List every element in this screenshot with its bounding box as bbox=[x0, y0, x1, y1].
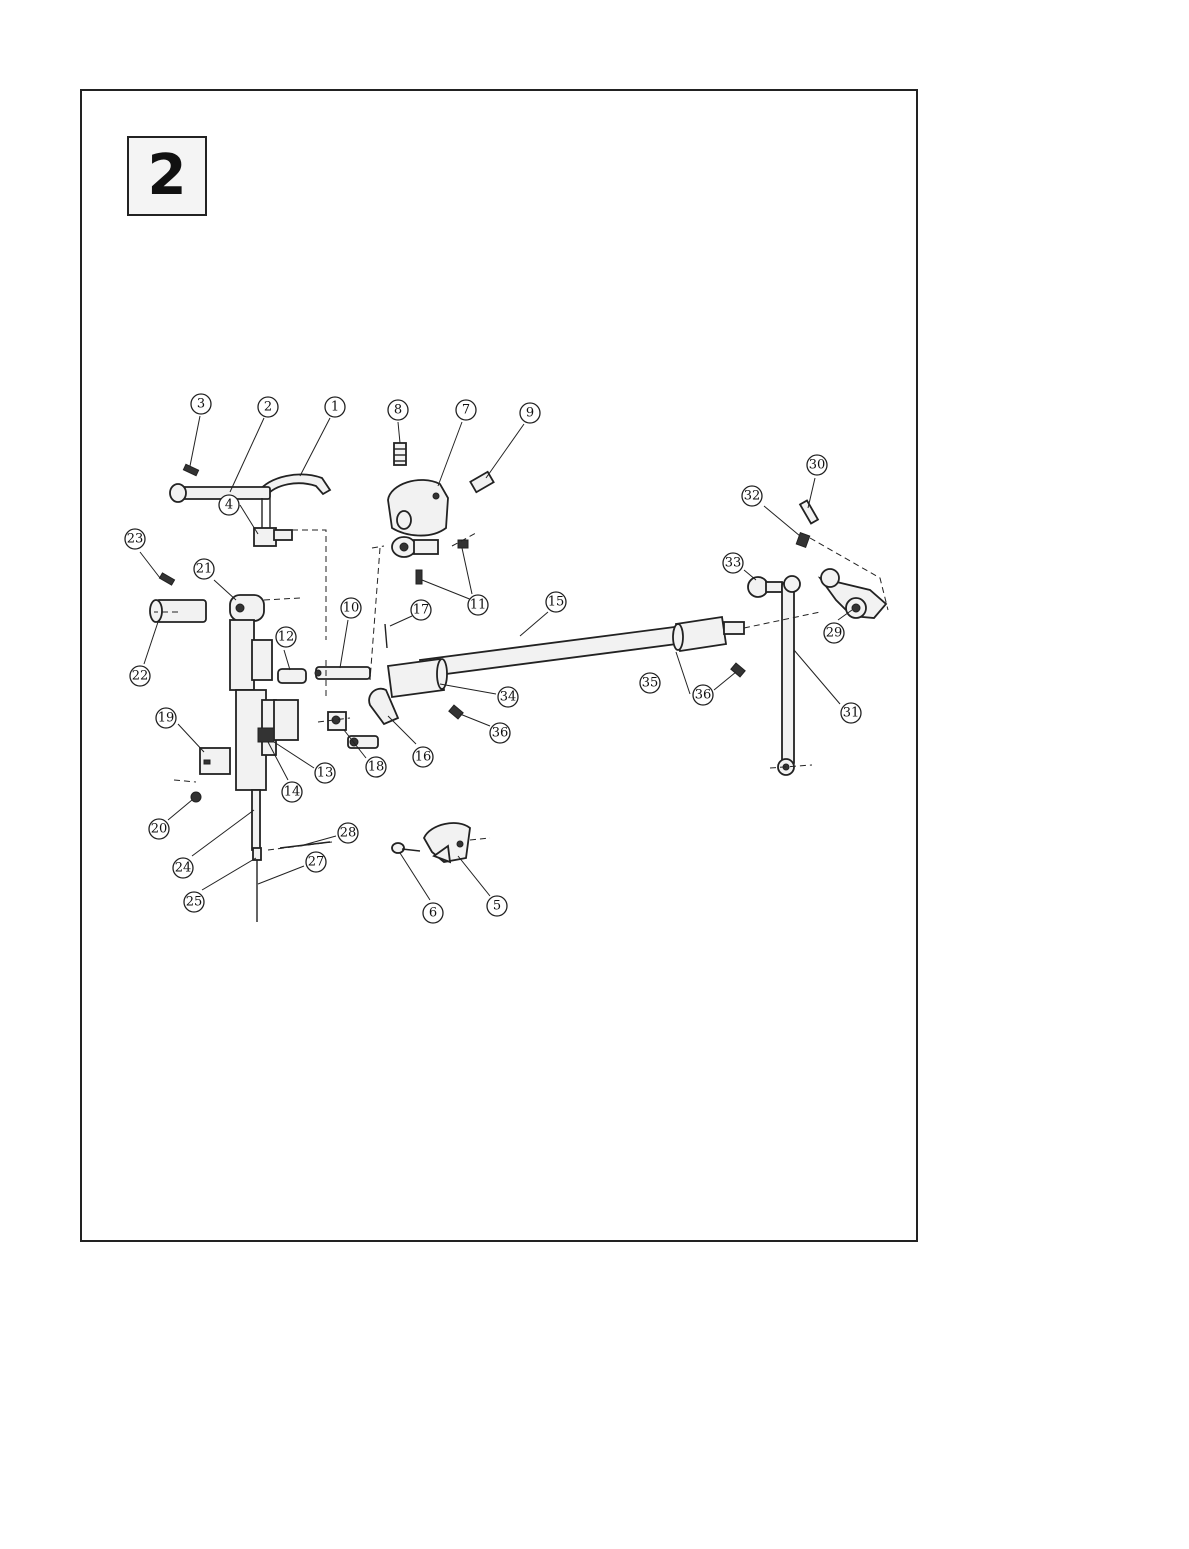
callout-c9: 9 bbox=[520, 403, 540, 423]
part-7-cam-block bbox=[388, 480, 448, 557]
part-24-needle-bar bbox=[252, 790, 260, 850]
part-23-screw bbox=[159, 573, 174, 585]
part-22-pin bbox=[150, 600, 206, 622]
callout-number: 34 bbox=[500, 690, 517, 705]
callout-number: 30 bbox=[809, 458, 826, 473]
callout-number: 33 bbox=[725, 556, 742, 571]
callout-c13: 13 bbox=[315, 763, 335, 783]
callout-c35: 35 bbox=[640, 673, 660, 693]
callout-number: 31 bbox=[843, 706, 860, 721]
callout-c4: 4 bbox=[219, 495, 239, 515]
callout-number: 12 bbox=[278, 630, 295, 645]
callout-number: 18 bbox=[368, 760, 385, 775]
callout-number: 5 bbox=[493, 899, 501, 914]
part-19-plate bbox=[200, 748, 230, 774]
callout-c17: 17 bbox=[411, 600, 431, 620]
callout-c27: 27 bbox=[306, 852, 326, 872]
part-6-screw bbox=[392, 843, 420, 853]
callout-c16: 16 bbox=[413, 747, 433, 767]
callout-c11: 11 bbox=[468, 595, 488, 615]
callout-number: 15 bbox=[548, 595, 565, 610]
part-17-pin bbox=[385, 624, 387, 648]
part-25-clamp bbox=[253, 848, 261, 860]
callout-number: 19 bbox=[158, 711, 175, 726]
callout-c34: 34 bbox=[498, 687, 518, 707]
callout-number: 6 bbox=[429, 906, 437, 921]
callout-c7: 7 bbox=[456, 400, 476, 420]
callout-number: 32 bbox=[744, 489, 761, 504]
callout-c29: 29 bbox=[824, 623, 844, 643]
part-29-yoke bbox=[820, 569, 886, 618]
callout-number: 28 bbox=[340, 826, 357, 841]
callout-c24: 24 bbox=[173, 858, 193, 878]
callout-number: 22 bbox=[132, 669, 149, 684]
callout-c33: 33 bbox=[723, 553, 743, 573]
part-2-pin bbox=[170, 484, 270, 502]
callout-number: 8 bbox=[394, 403, 402, 418]
callout-c30: 30 bbox=[807, 455, 827, 475]
callout-number: 14 bbox=[284, 785, 301, 800]
part-14-clamp bbox=[258, 728, 274, 742]
callout-c36b: 36 bbox=[693, 685, 713, 705]
callout-c8: 8 bbox=[388, 400, 408, 420]
callout-number: 13 bbox=[317, 766, 334, 781]
part-34-sleeve bbox=[388, 659, 447, 697]
callout-c14: 14 bbox=[282, 782, 302, 802]
part-15-shaft bbox=[420, 625, 692, 677]
callout-number: 7 bbox=[462, 403, 470, 418]
callout-number: 4 bbox=[225, 498, 233, 513]
callout-c31: 31 bbox=[841, 703, 861, 723]
callout-number: 2 bbox=[264, 400, 272, 415]
callout-c21: 21 bbox=[194, 559, 214, 579]
callout-c12: 12 bbox=[276, 627, 296, 647]
part-18-collar bbox=[328, 712, 346, 730]
callout-number: 16 bbox=[415, 750, 432, 765]
part-12-bushing bbox=[278, 669, 306, 683]
callout-number: 36 bbox=[695, 688, 712, 703]
part-20-screw bbox=[191, 792, 201, 802]
part-8-screw bbox=[394, 443, 406, 465]
callout-number: 25 bbox=[186, 895, 203, 910]
callout-number: 10 bbox=[343, 601, 360, 616]
callout-c5: 5 bbox=[487, 896, 507, 916]
callout-number: 1 bbox=[331, 400, 339, 415]
callout-c28: 28 bbox=[338, 823, 358, 843]
part-10-pin bbox=[315, 667, 370, 679]
callout-c10: 10 bbox=[341, 598, 361, 618]
part-5-cover bbox=[424, 823, 470, 862]
callout-c6: 6 bbox=[423, 903, 443, 923]
callout-number: 11 bbox=[470, 598, 487, 613]
part-3-screw bbox=[183, 464, 198, 475]
callout-number: 24 bbox=[175, 861, 192, 876]
callout-c22: 22 bbox=[130, 666, 150, 686]
callout-number: 23 bbox=[127, 532, 144, 547]
callout-c3: 3 bbox=[191, 394, 211, 414]
callout-number: 27 bbox=[308, 855, 325, 870]
callout-number: 17 bbox=[413, 603, 430, 618]
part-35-roller bbox=[673, 617, 744, 651]
callout-number: 20 bbox=[151, 822, 168, 837]
callout-number: 21 bbox=[196, 562, 213, 577]
callout-c19: 19 bbox=[156, 708, 176, 728]
callout-c20: 20 bbox=[149, 819, 169, 839]
callout-c1: 1 bbox=[325, 397, 345, 417]
callout-c23: 23 bbox=[125, 529, 145, 549]
callout-c25: 25 bbox=[184, 892, 204, 912]
callout-c32: 32 bbox=[742, 486, 762, 506]
callout-c36a: 36 bbox=[490, 723, 510, 743]
callout-number: 35 bbox=[642, 676, 659, 691]
part-9-screw bbox=[470, 472, 493, 492]
callout-c15: 15 bbox=[546, 592, 566, 612]
part-4-bracket bbox=[254, 498, 292, 546]
callout-number: 29 bbox=[826, 626, 843, 641]
callout-c2: 2 bbox=[258, 397, 278, 417]
callout-number: 9 bbox=[526, 406, 534, 421]
part-21-arm-block bbox=[230, 595, 272, 690]
callout-number: 36 bbox=[492, 726, 509, 741]
callout-c18: 18 bbox=[366, 757, 386, 777]
callout-number: 3 bbox=[197, 397, 205, 412]
part-31-link-rod bbox=[778, 576, 800, 775]
part-33-knob bbox=[748, 577, 782, 597]
